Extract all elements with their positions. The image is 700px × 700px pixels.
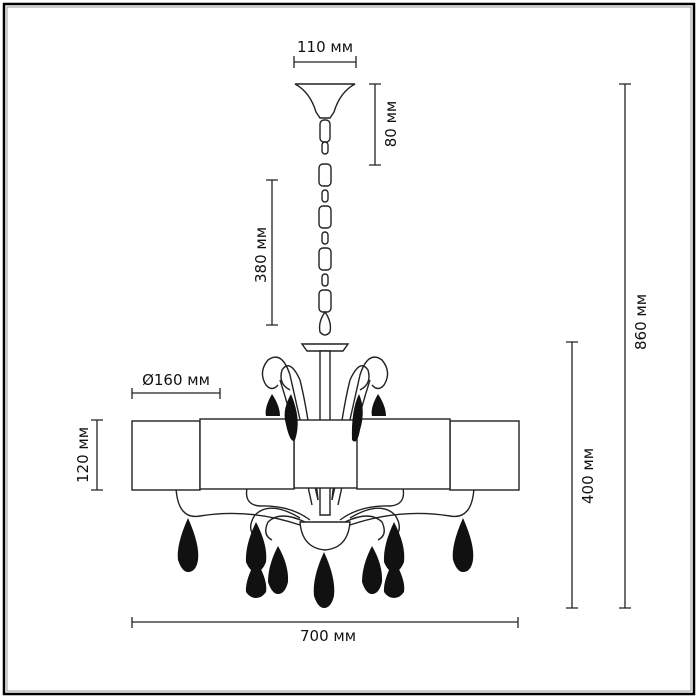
frame-inner-border xyxy=(6,6,692,692)
crystal-drop xyxy=(362,546,383,594)
dimension-lines xyxy=(91,56,631,628)
crystal-drop xyxy=(313,552,335,608)
top-plate xyxy=(300,343,350,352)
dim-line-total-height xyxy=(619,83,631,609)
lower-arms xyxy=(175,487,475,541)
label-shade-diameter: Ø160 мм xyxy=(142,371,210,389)
crystal-drop xyxy=(383,522,405,572)
crystal-drop xyxy=(268,546,289,594)
label-canopy-width: 110 мм xyxy=(297,38,353,56)
label-total-width: 700 мм xyxy=(300,627,356,645)
lamp-shade-back xyxy=(293,419,359,489)
crystal-drop xyxy=(245,560,267,598)
lamp-shade-left-outer xyxy=(131,420,201,491)
crystal-drop xyxy=(265,394,280,416)
lamp-shade-right-outer xyxy=(449,420,520,491)
crystal-drop xyxy=(245,522,267,572)
center-bowl xyxy=(299,521,351,551)
label-chain-length: 380 мм xyxy=(252,227,270,283)
crystal-drops xyxy=(177,394,474,608)
dim-line-shade-diameter xyxy=(131,388,221,399)
crystal-drop xyxy=(452,518,474,572)
label-shade-height: 120 мм xyxy=(74,427,92,483)
dim-line-canopy-height xyxy=(369,83,381,166)
crystal-drop xyxy=(177,518,199,572)
dim-line-chain-length xyxy=(266,179,278,326)
lamp-shade-right-inner xyxy=(356,418,451,490)
crystal-drop xyxy=(284,394,298,441)
label-canopy-height: 80 мм xyxy=(382,101,400,148)
label-total-height: 860 мм xyxy=(632,294,650,350)
label-body-height: 400 мм xyxy=(579,448,597,504)
crystal-drop xyxy=(383,560,405,598)
dim-line-shade-height xyxy=(91,419,103,491)
dim-line-total-width xyxy=(131,617,519,628)
dim-line-body-height xyxy=(566,341,578,609)
canopy xyxy=(294,83,356,119)
dim-line-canopy-width xyxy=(293,56,357,68)
lamp-shade-left-inner xyxy=(199,418,295,490)
chandelier xyxy=(131,83,520,551)
crystal-drop xyxy=(371,394,386,416)
crystal-drop xyxy=(351,394,363,442)
chain xyxy=(318,119,332,336)
